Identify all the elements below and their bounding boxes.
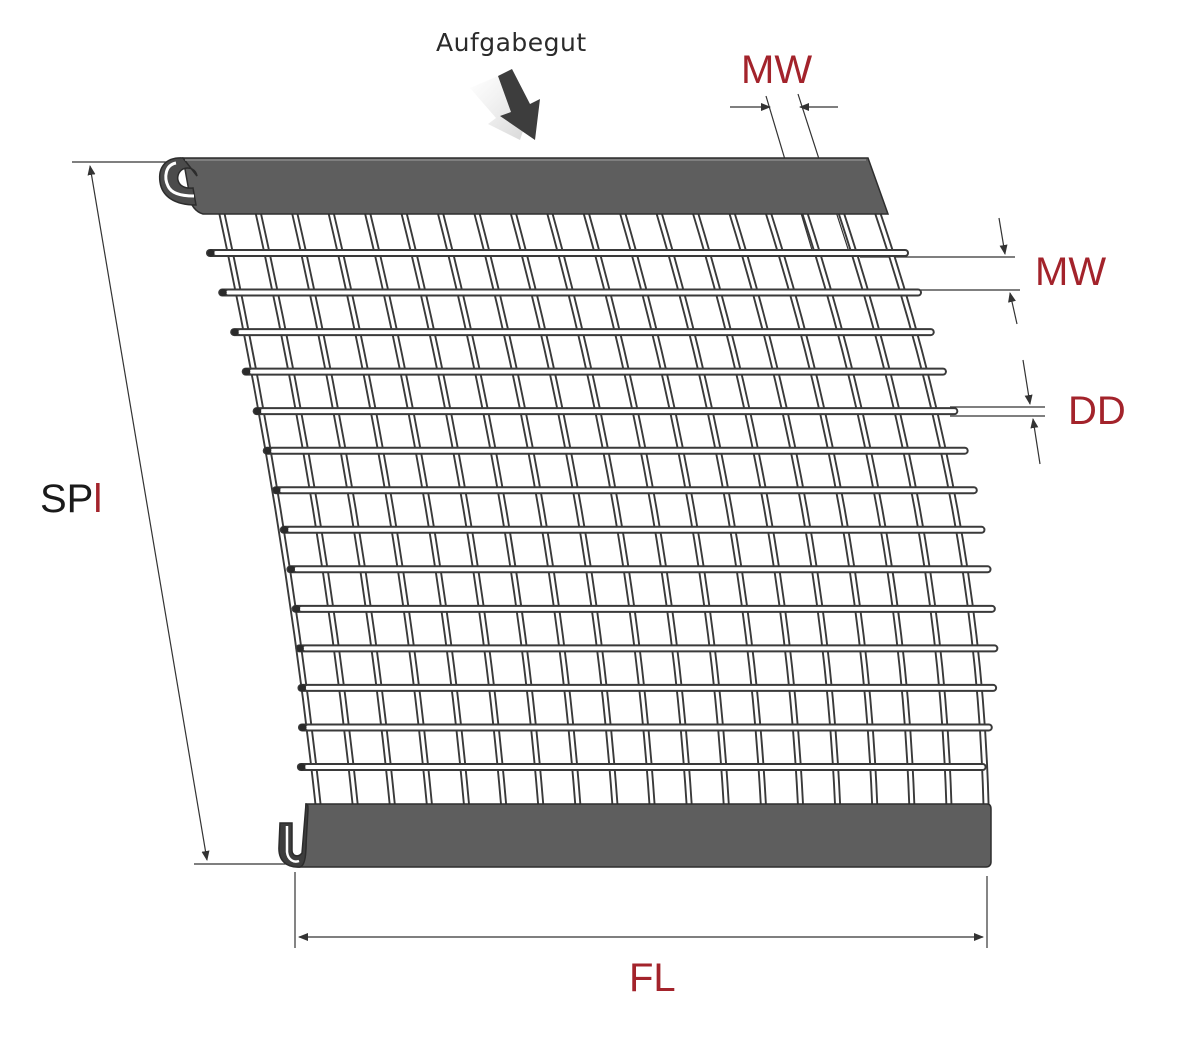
warp-wire-highlight — [621, 212, 728, 806]
weft-wire-end — [298, 763, 306, 771]
wire-diameter-arrow-top — [1022, 359, 1033, 405]
warp-wire-highlight — [548, 212, 654, 806]
free-length-label: FL — [629, 956, 676, 1000]
top-hook-edge — [158, 157, 890, 215]
warp-wire — [218, 210, 322, 808]
warp-wire-highlight — [876, 212, 988, 806]
weft-wire-end — [299, 723, 307, 732]
weft-wire-end — [298, 684, 307, 692]
warp-wire-highlight — [767, 212, 877, 806]
bottom-hook-edge — [278, 803, 992, 868]
warp-wire-highlight — [366, 212, 469, 806]
warp-wire-highlight — [839, 212, 951, 806]
warp-wire-highlight — [439, 212, 543, 806]
warp-wire — [546, 210, 656, 808]
weft-wire-end — [207, 249, 215, 257]
warp-wire-highlight — [584, 212, 691, 806]
warp-wire-highlight — [511, 212, 617, 806]
mesh-width-side-arrow-bottom — [1008, 292, 1018, 325]
warp-wire — [619, 210, 730, 808]
feed-arrow — [470, 69, 540, 140]
weft-wire-end — [254, 407, 262, 415]
weft-wire-end — [219, 288, 227, 297]
weft-wire-end — [273, 486, 281, 494]
warp-wire-highlight — [293, 212, 394, 806]
warp-wire-highlight — [220, 212, 320, 806]
warp-wire — [765, 210, 879, 808]
warp-wire — [655, 210, 767, 808]
weft-wire-end — [281, 526, 289, 534]
warp-wire — [874, 210, 990, 808]
mesh-width-side-label: MW — [1035, 250, 1107, 294]
feed-label: Aufgabegut — [436, 28, 587, 57]
warp-wire-highlight — [329, 212, 431, 806]
wire-mesh — [206, 210, 999, 808]
warp-wire-highlight — [475, 212, 580, 806]
wire-diameter-arrow-bottom — [1030, 418, 1041, 465]
weft-wire-end — [296, 644, 304, 652]
warp-wire-highlight — [730, 212, 840, 806]
warp-wire — [838, 210, 953, 808]
mesh-width-side-arrow-top — [998, 217, 1008, 255]
warp-wire — [801, 210, 916, 808]
warp-wire-highlight — [657, 212, 765, 806]
warp-wire — [582, 210, 693, 808]
warp-wire-highlight — [256, 212, 357, 806]
warp-wire-highlight — [402, 212, 506, 806]
weft-wire-end — [287, 565, 296, 573]
mesh-width-top-label: MW — [741, 48, 813, 92]
weft-wire-end — [293, 605, 301, 613]
warp-wire — [728, 210, 842, 808]
weft-wire-end — [264, 447, 272, 455]
warp-wire-highlight — [694, 212, 803, 806]
span-length-label: SPl — [40, 479, 102, 519]
span-dimension-line — [87, 165, 210, 861]
weft-wire-end — [231, 328, 239, 336]
warp-wire — [692, 210, 804, 808]
weft-wire-end — [243, 368, 251, 376]
warp-wire-highlight — [803, 212, 914, 806]
span-length-prefix: SP — [40, 477, 94, 521]
wire-diameter-label: DD — [1068, 389, 1126, 433]
span-length-suffix: l — [93, 477, 103, 521]
